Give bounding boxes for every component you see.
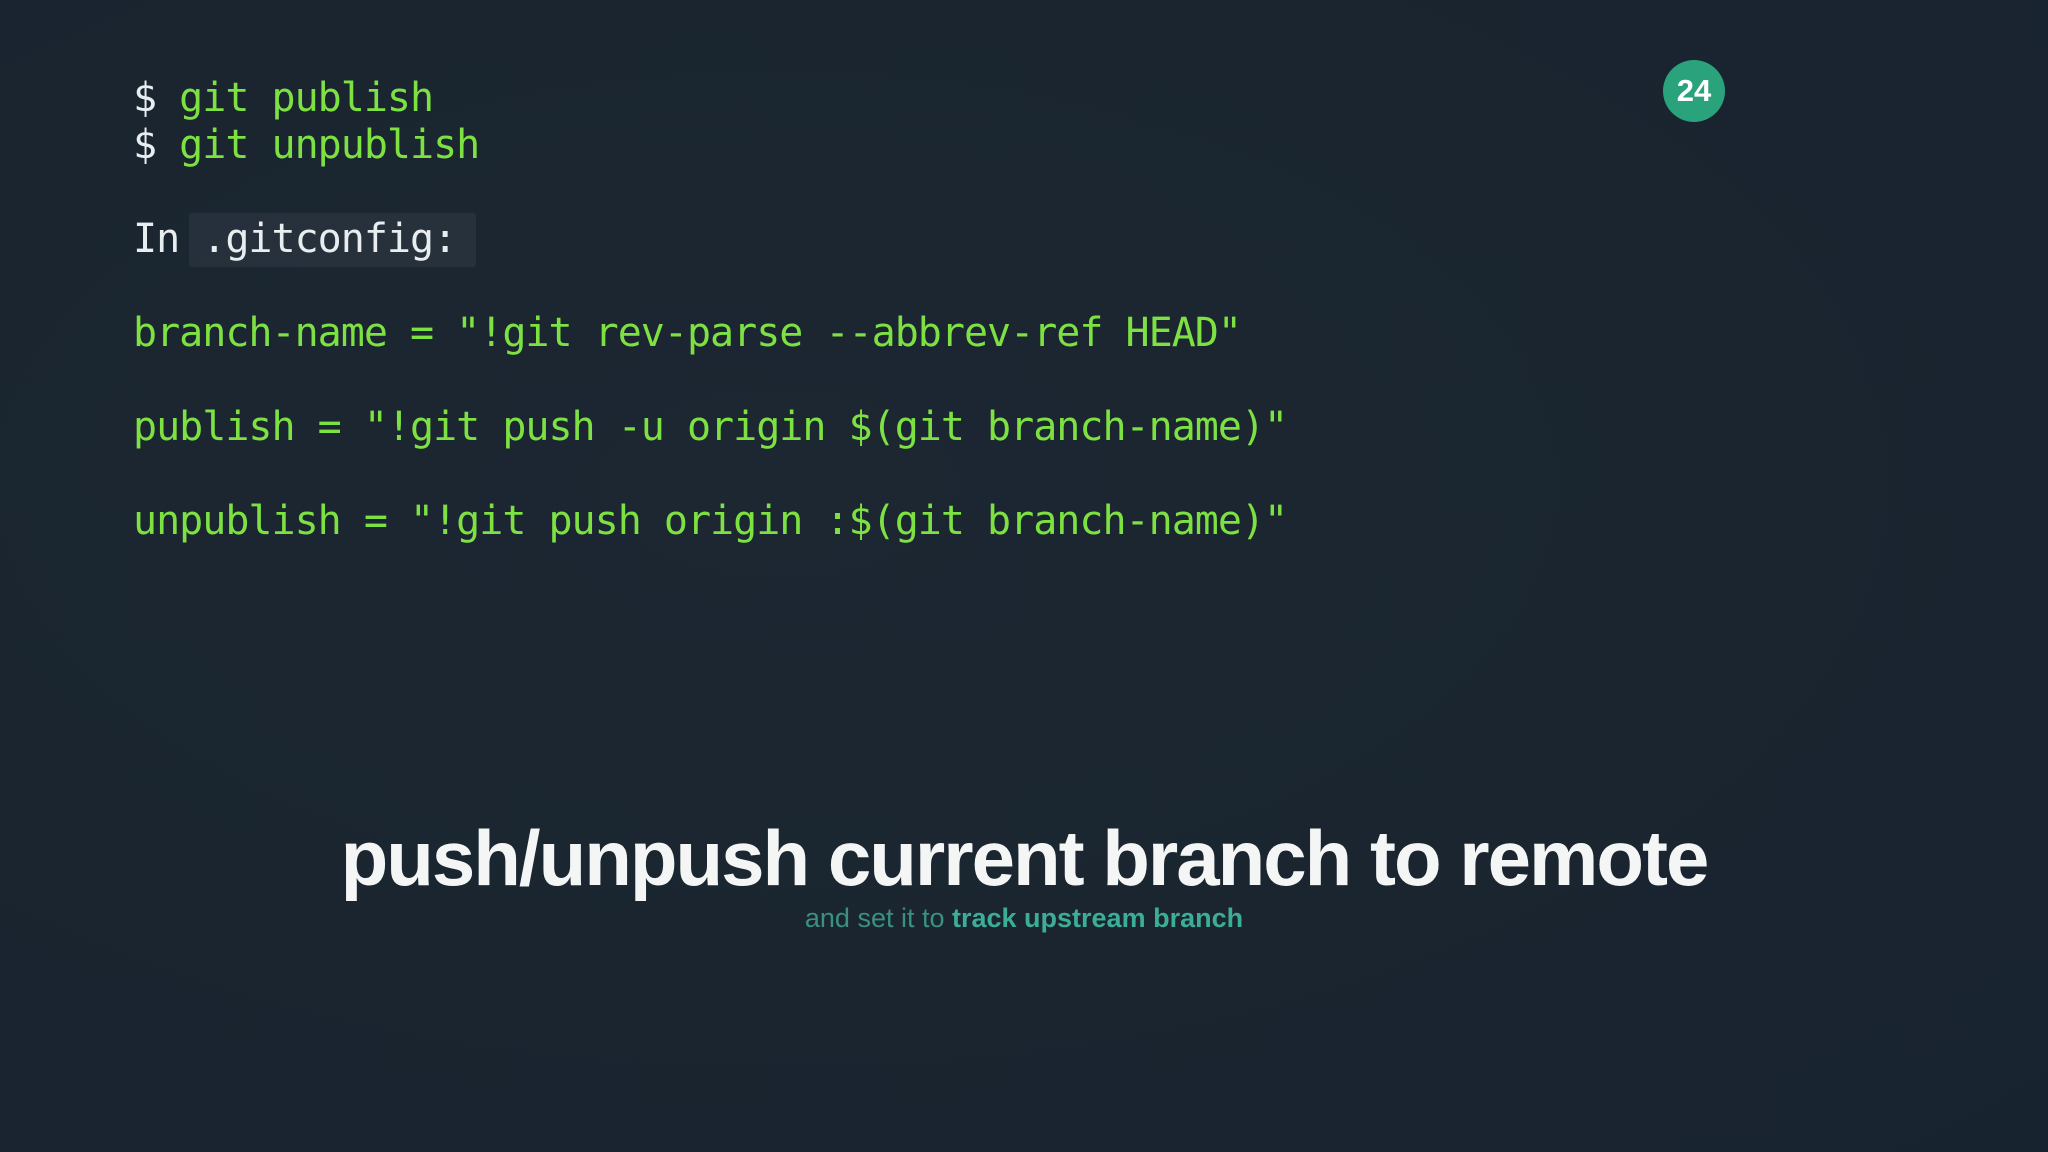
gitconfig-intro-line: In .gitconfig: xyxy=(133,213,1287,267)
slide-number: 24 xyxy=(1676,73,1712,108)
shell-command-line: $ git publish xyxy=(133,75,1287,122)
slide-title: push/unpush current branch to remote xyxy=(340,814,1710,902)
shell-command: git unpublish xyxy=(179,122,480,168)
gitconfig-alias-branch-name: branch-name = "!git rev-parse --abbrev-r… xyxy=(133,310,1242,356)
slide-number-badge: 24 xyxy=(1663,60,1725,122)
gitconfig-alias-publish: publish = "!git push -u origin $(git bra… xyxy=(133,404,1288,450)
subtitle-prefix: and set it to xyxy=(804,903,952,933)
subtitle-emphasis: track upstream branch xyxy=(951,903,1244,933)
shell-command: git publish xyxy=(179,75,434,121)
gitconfig-filename: .gitconfig: xyxy=(189,213,477,267)
gitconfig-intro-text: In xyxy=(133,216,203,262)
shell-command-line: $ git unpublish xyxy=(133,122,1287,169)
shell-prompt: $ xyxy=(133,122,180,168)
shell-prompt: $ xyxy=(133,75,180,121)
gitconfig-alias-unpublish: unpublish = "!git push origin :$(git bra… xyxy=(133,498,1288,544)
slide-subtitle: and set it to track upstream branch xyxy=(0,898,2048,938)
